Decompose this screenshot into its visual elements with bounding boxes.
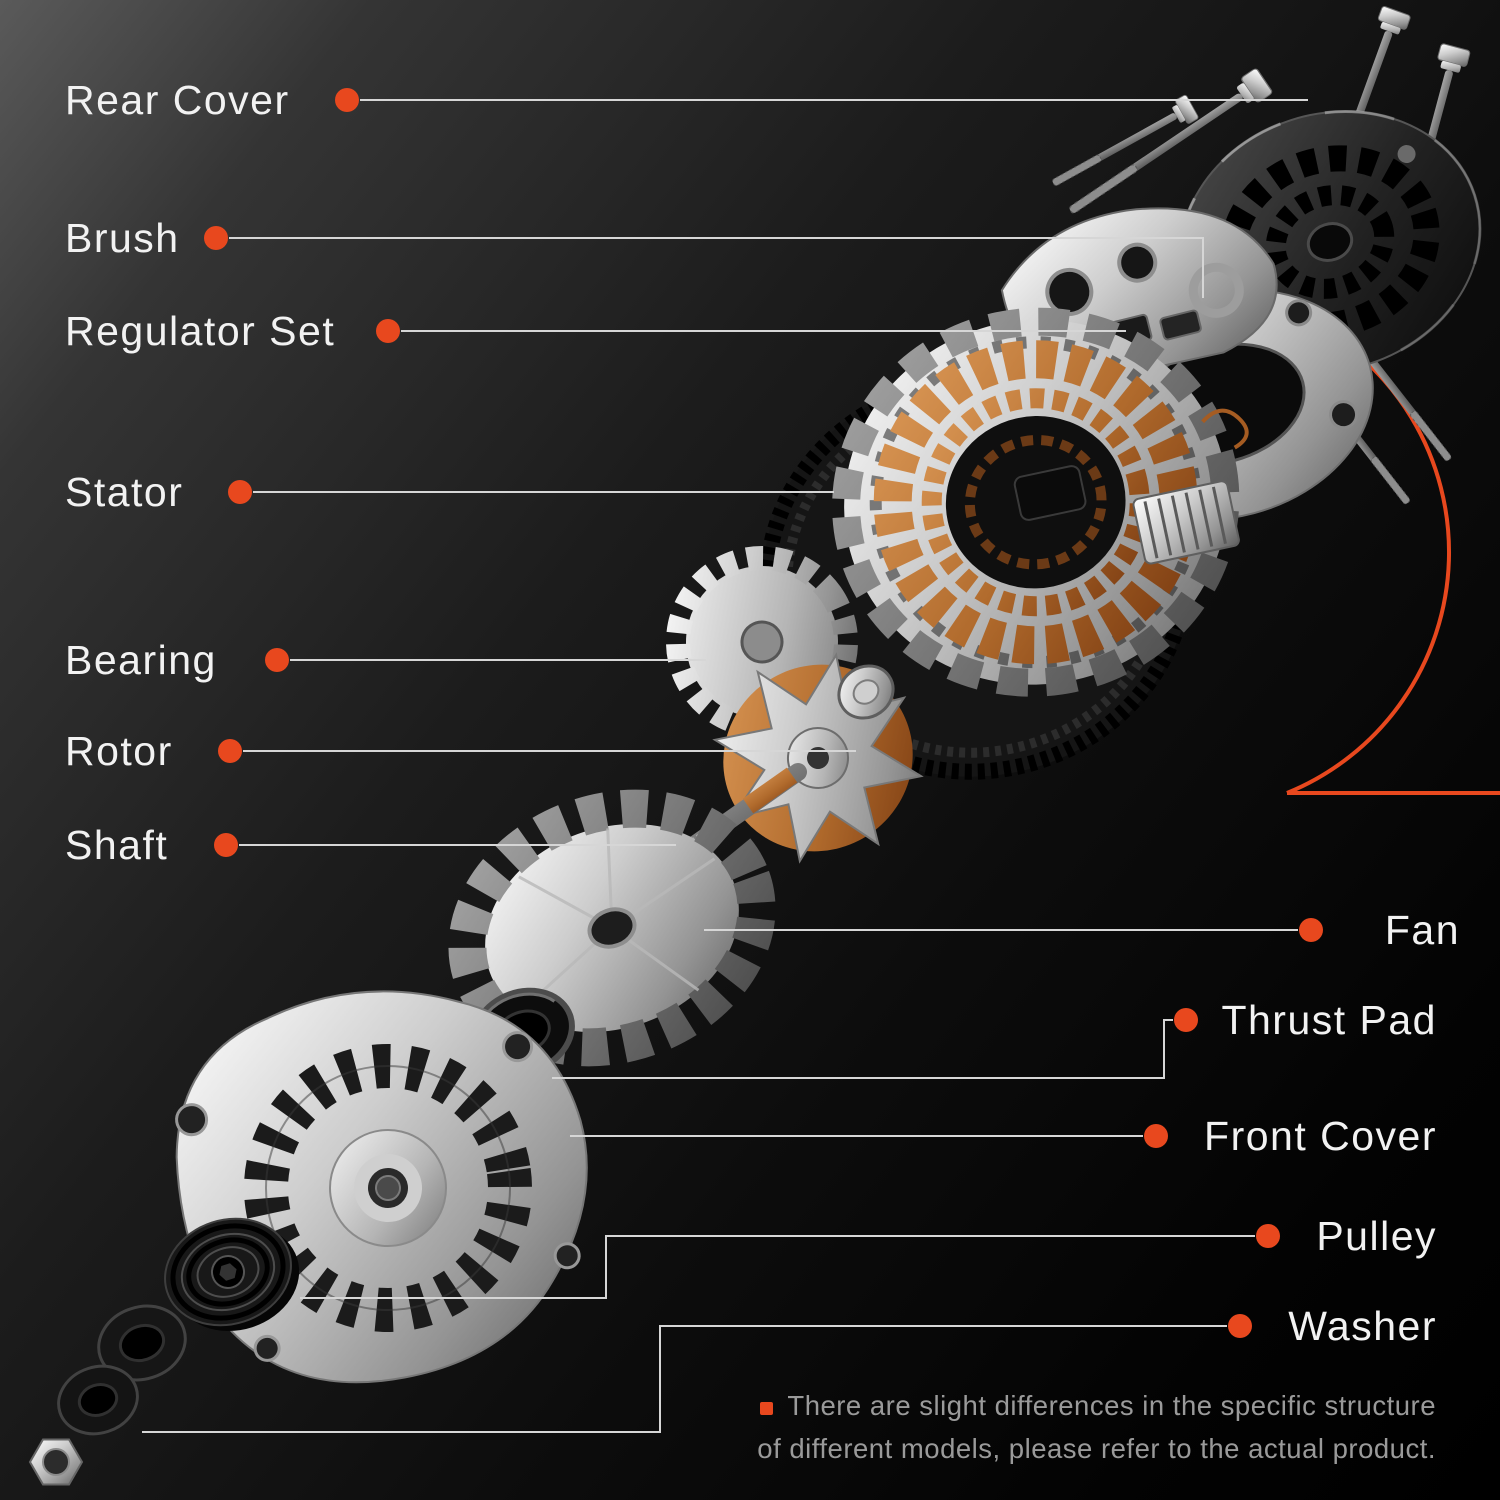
- part-stator: [759, 307, 1249, 780]
- part-washers: [57, 1304, 187, 1436]
- label-dot: [228, 480, 252, 504]
- label-dot: [218, 739, 242, 763]
- label-dot: [1256, 1224, 1280, 1248]
- label-brush: Brush: [65, 215, 180, 261]
- label-shaft: Shaft: [65, 822, 169, 868]
- label-dot: [214, 833, 238, 857]
- label-dot: [376, 319, 400, 343]
- part-nut: [28, 1438, 84, 1486]
- label-dot: [1228, 1314, 1252, 1338]
- label-washer: Washer: [1288, 1303, 1437, 1349]
- label-fan: Fan: [1384, 907, 1460, 953]
- label-front-cover: Front Cover: [1204, 1113, 1437, 1159]
- leader-lines: [142, 99, 1308, 1433]
- label-bearing: Bearing: [65, 637, 217, 683]
- label-dot: [335, 88, 359, 112]
- label-dot: [1144, 1124, 1168, 1148]
- label-thrust-pad: Thrust Pad: [1221, 997, 1437, 1043]
- disclaimer-text-2: of different models, please refer to the…: [757, 1433, 1436, 1465]
- label-dot: [1174, 1008, 1198, 1032]
- label-dot: [1299, 918, 1323, 942]
- note-bullet-icon: [760, 1402, 774, 1415]
- part-bearing: [837, 664, 895, 720]
- disclaimer-line-1: There are slight differences in the spec…: [757, 1384, 1436, 1427]
- accent-arc: [1286, 316, 1500, 795]
- disclaimer-note: There are slight differences in the spec…: [757, 1384, 1436, 1471]
- part-fan: [448, 789, 776, 1067]
- label-dot: [204, 226, 228, 250]
- label-dots: [204, 88, 1323, 1338]
- label-pulley: Pulley: [1316, 1213, 1437, 1259]
- disclaimer-text-1: There are slight differences in the spec…: [787, 1390, 1436, 1421]
- label-regulator-set: Regulator Set: [65, 308, 336, 354]
- label-dot: [265, 648, 289, 672]
- label-rear-cover: Rear Cover: [65, 77, 290, 123]
- label-rotor: Rotor: [65, 728, 173, 774]
- part-pulley: [164, 1217, 300, 1332]
- part-rectifier: [1132, 480, 1240, 565]
- label-stator: Stator: [65, 469, 184, 515]
